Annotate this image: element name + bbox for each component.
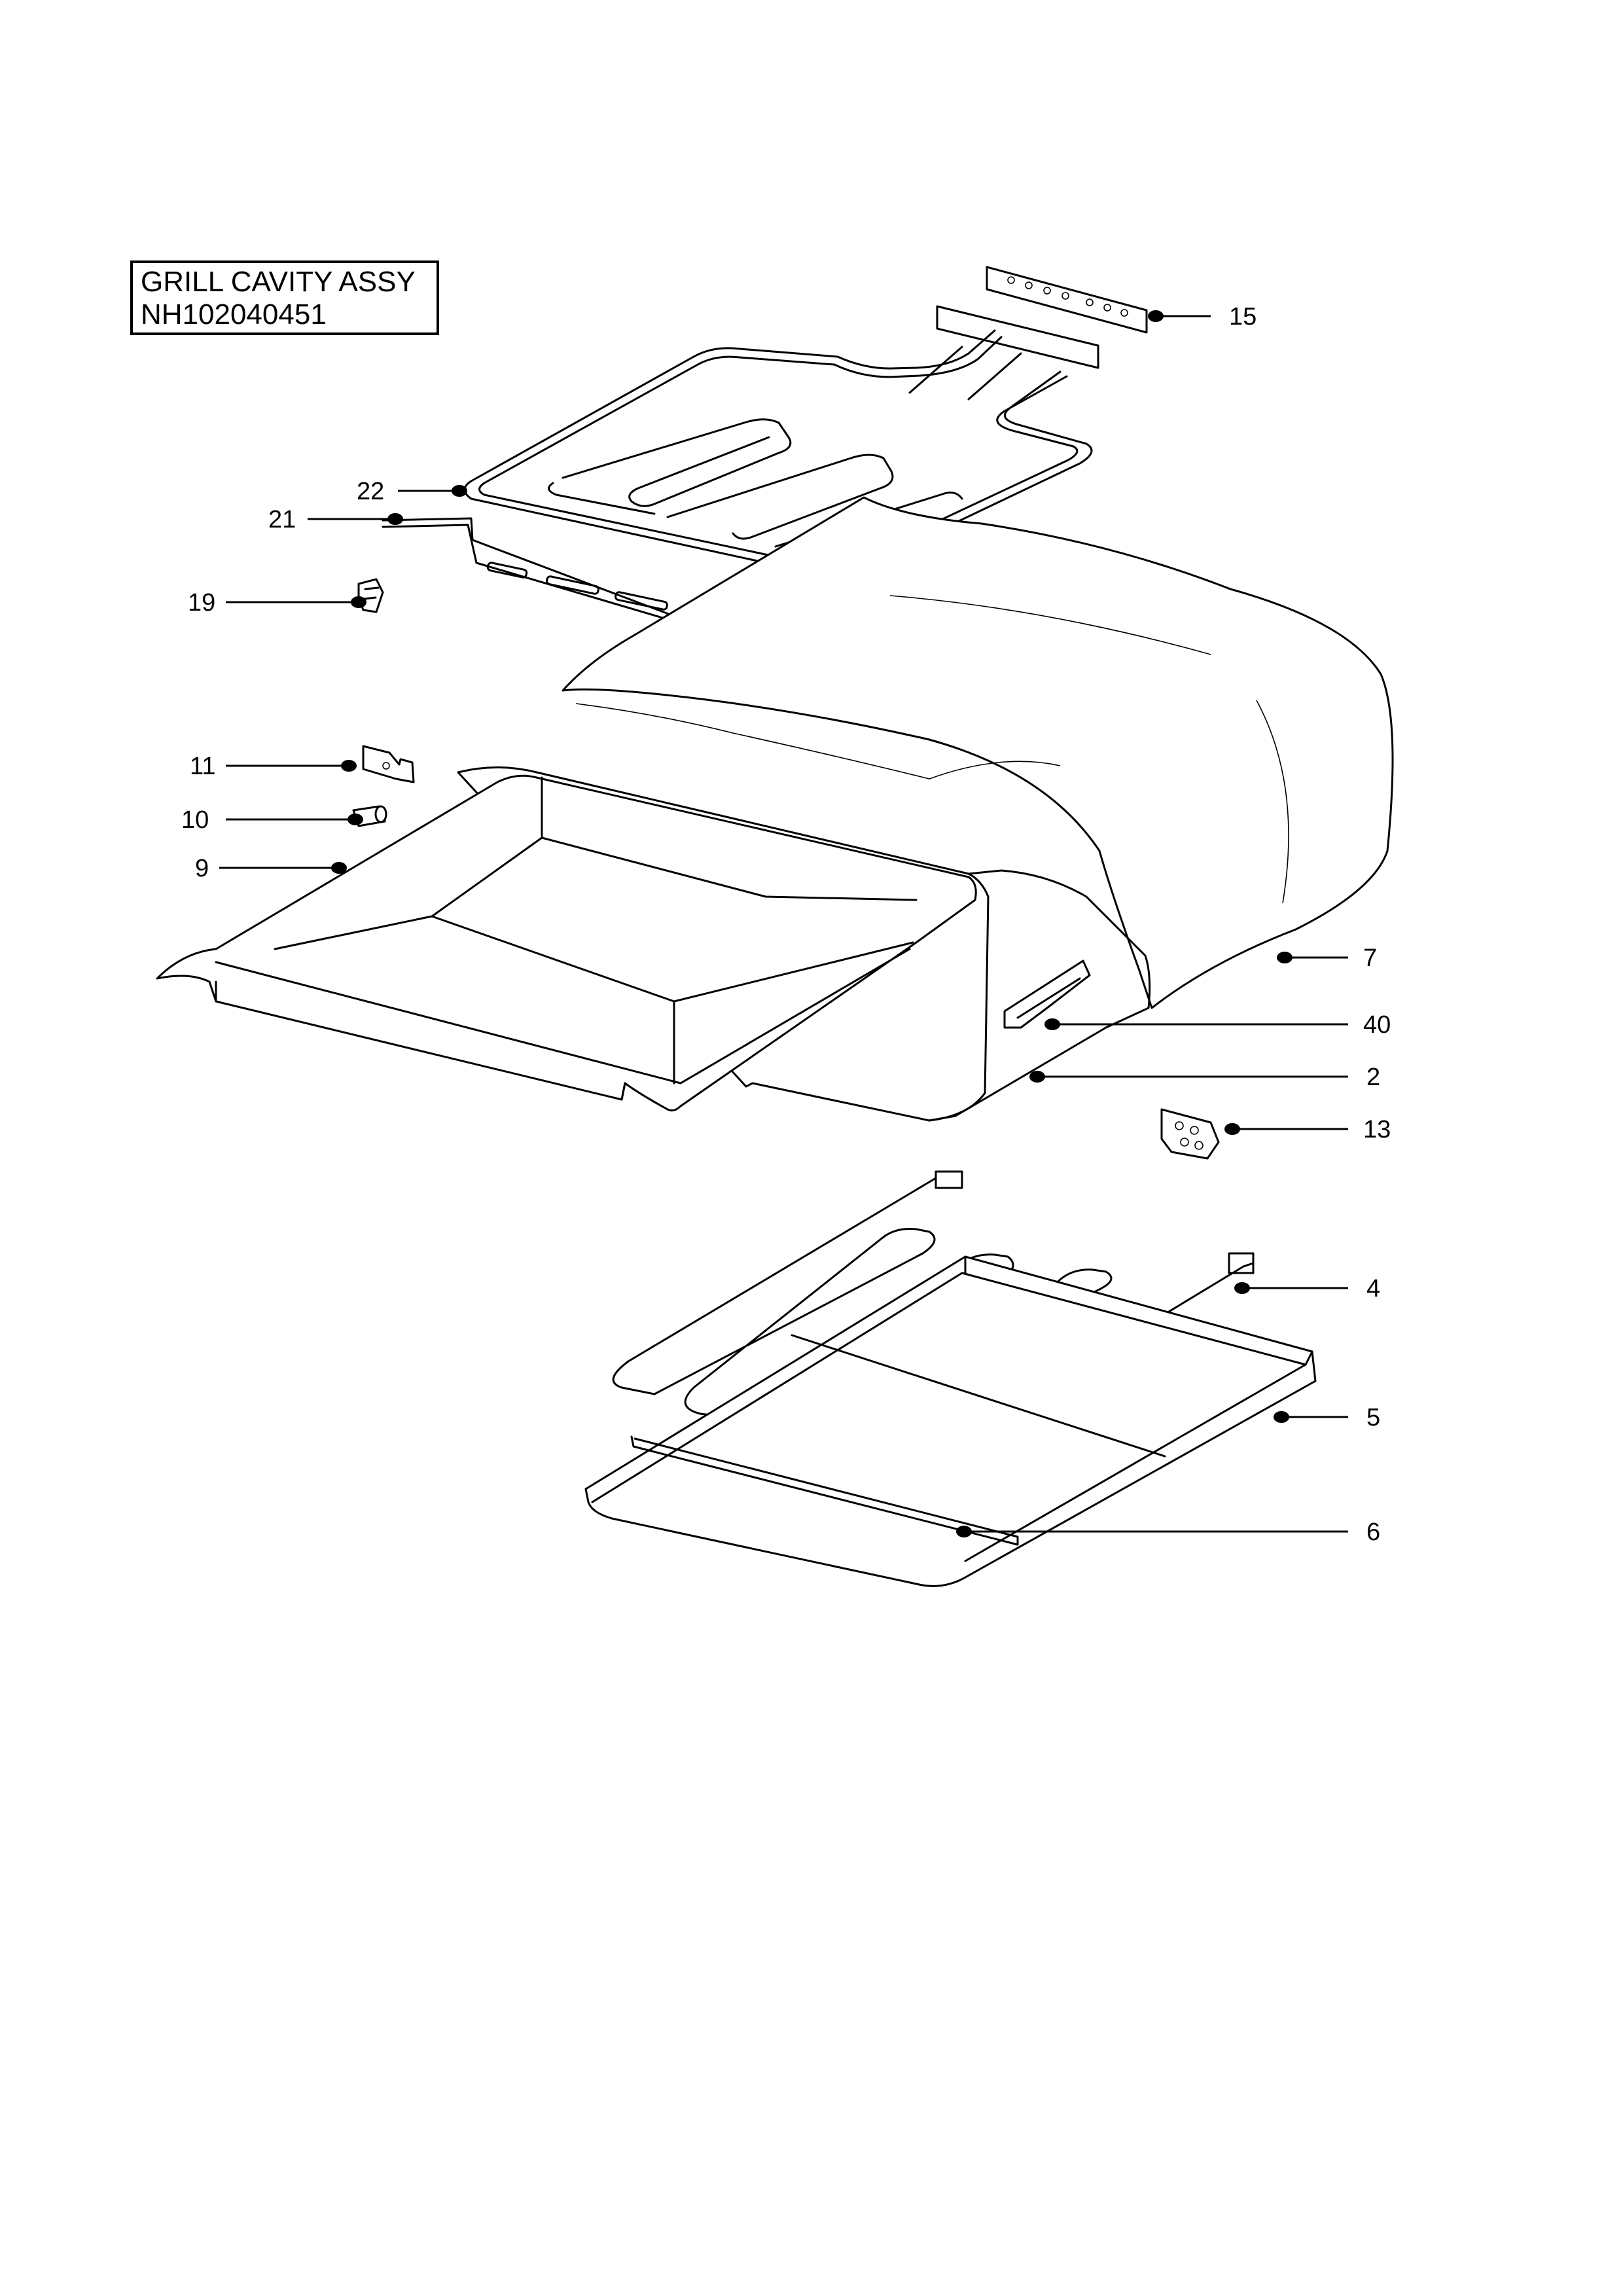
callout-label: 22	[357, 478, 384, 505]
callout-2: 2	[1029, 1064, 1380, 1091]
terminal-plate-part-13	[1160, 1108, 1220, 1160]
callout-6: 6	[956, 1518, 1380, 1546]
callout-label: 11	[190, 753, 215, 780]
callout-label: 13	[1363, 1116, 1391, 1143]
callout-label: 2	[1366, 1064, 1380, 1091]
callout-21: 21	[268, 506, 403, 533]
callout-15: 15	[1148, 303, 1257, 331]
diagram-title-box: GRILL CAVITY ASSY NH102040451	[130, 260, 439, 335]
callout-label: 10	[181, 806, 209, 834]
grill-heating-element	[463, 329, 1093, 577]
callout-label: 9	[195, 855, 209, 882]
terminal-plate-lower	[936, 305, 1099, 369]
callout-4: 4	[1234, 1275, 1380, 1302]
bracket-part-11	[362, 745, 415, 783]
callout-13: 13	[1224, 1116, 1391, 1143]
callout-40: 40	[1044, 1011, 1391, 1039]
insulation-wrap	[562, 496, 1394, 1009]
callout-label: 15	[1229, 303, 1257, 331]
bottom-tray	[584, 1255, 1317, 1587]
tray-rod	[630, 1435, 1019, 1546]
callout-label: 19	[188, 589, 215, 617]
callout-label: 4	[1366, 1275, 1380, 1302]
callout-7: 7	[1277, 944, 1377, 972]
callout-label: 5	[1366, 1404, 1380, 1431]
callout-label: 7	[1363, 944, 1377, 972]
callout-label: 6	[1366, 1518, 1380, 1546]
terminal-plate-upper	[986, 266, 1148, 334]
assembly-name: GRILL CAVITY ASSY	[141, 266, 416, 298]
callout-22: 22	[357, 478, 467, 505]
callout-5: 5	[1274, 1404, 1380, 1431]
callout-label: 21	[268, 506, 296, 533]
angle-bracket-part-40	[1003, 960, 1091, 1029]
callout-10: 10	[181, 806, 363, 834]
callout-11: 11	[190, 753, 357, 780]
assembly-part-number: NH102040451	[141, 298, 327, 331]
callout-9: 9	[195, 855, 347, 882]
callout-label: 40	[1363, 1011, 1391, 1039]
callout-19: 19	[188, 589, 366, 617]
front-frame	[156, 774, 977, 1112]
